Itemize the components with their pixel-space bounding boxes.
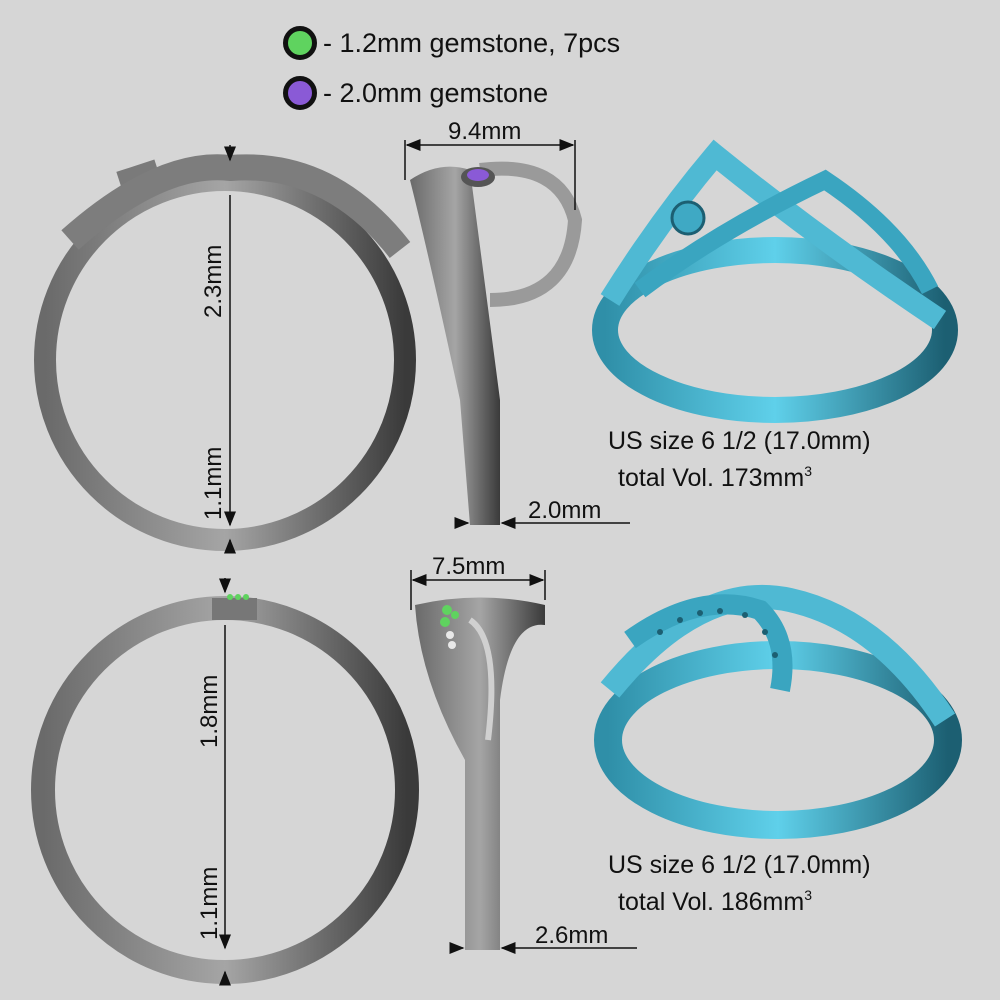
ring-bottom-top-thickness-label: 1.8mm	[196, 674, 223, 748]
ring-top-top-thickness-label: 2.3mm	[200, 244, 227, 318]
purple-gem-dot-icon	[283, 76, 317, 110]
ring-top-width-top-label: 9.4mm	[448, 118, 522, 145]
ring-top-bottom-thickness-label: 1.1mm	[200, 446, 227, 520]
legend-label-green: - 1.2mm gemstone, 7pcs	[323, 27, 621, 58]
legend-item-purple-gem: - 2.0mm gemstone	[283, 76, 548, 110]
ring-bottom-volume: total Vol. 186mm3	[618, 887, 813, 916]
ring-bottom-size: US size 6 1/2 (17.0mm)	[608, 851, 871, 879]
ring-bottom-bottom-thickness-label: 1.1mm	[196, 866, 223, 940]
ring-top-3d-render	[592, 139, 958, 423]
ring-bottom-side-view	[410, 570, 637, 954]
ring-bottom-width-top-label: 7.5mm	[432, 553, 506, 580]
ring-top-volume: total Vol. 173mm3	[618, 463, 813, 492]
legend-item-green-gem: - 1.2mm gemstone, 7pcs	[283, 26, 620, 60]
ring-top-width-bottom-label: 2.0mm	[528, 497, 602, 524]
green-gem-dot-icon	[283, 26, 317, 60]
ring-bottom-front-view	[31, 578, 419, 986]
ring-top-specs: US size 6 1/2 (17.0mm) total Vol. 173mm3	[608, 426, 871, 493]
ring-top-side-view	[404, 139, 630, 529]
ring-bottom-specs: US size 6 1/2 (17.0mm) total Vol. 186mm3	[608, 850, 871, 917]
legend-label-purple: - 2.0mm gemstone	[323, 77, 549, 108]
ring-bottom-width-bottom-label: 2.6mm	[535, 922, 609, 949]
ring-top-front-view	[34, 145, 416, 554]
ring-top-size: US size 6 1/2 (17.0mm)	[608, 427, 871, 455]
ring-bottom-3d-render	[594, 584, 962, 839]
